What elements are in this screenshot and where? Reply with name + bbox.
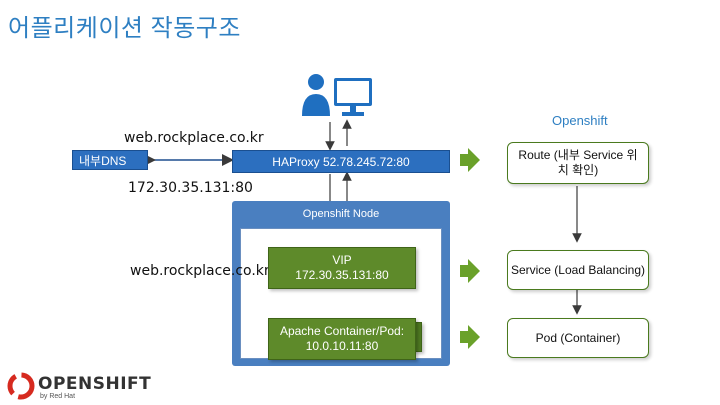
user-at-computer-icon xyxy=(302,74,372,116)
dns-url-top: web.rockplace.co.kr xyxy=(124,130,264,146)
green-arrow-1 xyxy=(460,148,480,172)
logo-name: OPENSHIFT xyxy=(38,374,152,394)
openshift-node-label: Openshift Node xyxy=(302,208,380,220)
pod-container-box: Pod (Container) xyxy=(507,318,649,358)
dns-ip: 172.30.35.131:80 xyxy=(128,180,253,196)
green-arrow-3 xyxy=(460,325,480,349)
openshift-logo-icon xyxy=(7,372,35,400)
green-arrow-2 xyxy=(460,259,480,283)
vip-box: VIP 172.30.35.131:80 xyxy=(268,247,416,289)
haproxy-box: HAProxy 52.78.245.72:80 xyxy=(232,150,450,173)
apache-pod-box: Apache Container/Pod: 10.0.10.11:80 xyxy=(268,318,416,360)
internal-dns-box: 내부DNS xyxy=(72,150,148,170)
page-title: 어플리케이션 작동구조 xyxy=(8,15,241,42)
route-box: Route (내부 Service 위치 확인) xyxy=(507,142,649,184)
logo-sub: by Red Hat xyxy=(40,393,76,400)
service-box: Service (Load Balancing) xyxy=(507,250,649,290)
vip-url: web.rockplace.co.kr xyxy=(130,263,270,279)
openshift-label: Openshift xyxy=(552,113,608,128)
